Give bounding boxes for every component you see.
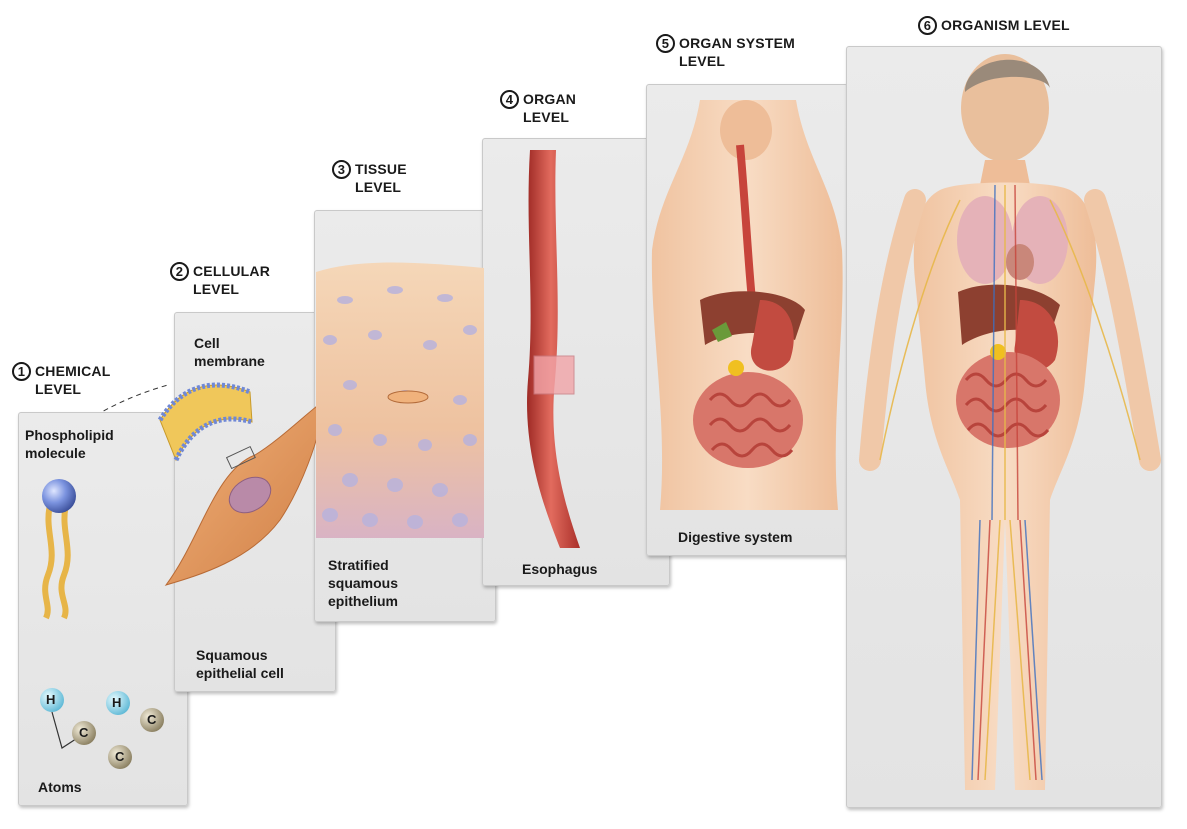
level-1-title: CHEMICAL	[35, 362, 110, 380]
level-6-title: ORGANISM LEVEL	[941, 16, 1070, 34]
organism-illustration	[870, 54, 1150, 790]
level-3-heading: 3 TISSUE LEVEL	[332, 160, 407, 196]
atoms-cluster	[40, 688, 164, 769]
atom-c-1: C	[79, 725, 88, 740]
cell-membrane-illustration	[160, 385, 252, 460]
atom-c-2: C	[147, 712, 156, 727]
level-3-number: 3	[332, 160, 351, 179]
cell-membrane-label: Cell membrane	[194, 334, 265, 370]
atom-c-3: C	[115, 749, 124, 764]
level-4-heading: 4 ORGAN LEVEL	[500, 90, 576, 126]
epithelium-label-line2: squamous	[328, 574, 398, 592]
level-1-subtitle: LEVEL	[35, 380, 110, 398]
digestive-system-illustration	[652, 100, 843, 510]
epithelium-label-line3: epithelium	[328, 592, 398, 610]
esophagus-label: Esophagus	[522, 560, 597, 578]
level-5-number: 5	[656, 34, 675, 53]
phospholipid-label: Phospholipid molecule	[25, 426, 114, 462]
level-2-number: 2	[170, 262, 189, 281]
level-1-heading: 1 CHEMICAL LEVEL	[12, 362, 110, 398]
level-3-title: TISSUE	[355, 160, 407, 178]
phospholipid-label-line2: molecule	[25, 444, 114, 462]
level-5-heading: 5 ORGAN SYSTEM LEVEL	[656, 34, 795, 70]
cell-membrane-label-line2: membrane	[194, 352, 265, 370]
squamous-cell-label: Squamous epithelial cell	[196, 646, 284, 682]
epithelium-label-line1: Stratified	[328, 556, 398, 574]
phospholipid-label-line1: Phospholipid	[25, 426, 114, 444]
level-5-title: ORGAN SYSTEM	[679, 34, 795, 52]
atom-h-1: H	[46, 692, 55, 707]
epithelium-label: Stratified squamous epithelium	[328, 556, 398, 610]
level-2-title: CELLULAR	[193, 262, 270, 280]
cell-membrane-label-line1: Cell	[194, 334, 265, 352]
level-4-title: ORGAN	[523, 90, 576, 108]
digestive-system-label: Digestive system	[678, 528, 792, 546]
level-6-number: 6	[918, 16, 937, 35]
squamous-cell-label-line2: epithelial cell	[196, 664, 284, 682]
level-2-subtitle: LEVEL	[193, 280, 270, 298]
atom-h-2: H	[112, 695, 121, 710]
atoms-label: Atoms	[38, 778, 82, 796]
squamous-cell-label-line1: Squamous	[196, 646, 284, 664]
level-2-heading: 2 CELLULAR LEVEL	[170, 262, 270, 298]
tissue-illustration	[316, 263, 484, 539]
level-6-heading: 6 ORGANISM LEVEL	[918, 16, 1070, 35]
level-4-subtitle: LEVEL	[523, 108, 576, 126]
esophagus-illustration	[527, 150, 580, 548]
level-4-number: 4	[500, 90, 519, 109]
level-5-subtitle: LEVEL	[679, 52, 795, 70]
level-3-subtitle: LEVEL	[355, 178, 407, 196]
phospholipid-molecule	[42, 479, 76, 618]
level-1-number: 1	[12, 362, 31, 381]
